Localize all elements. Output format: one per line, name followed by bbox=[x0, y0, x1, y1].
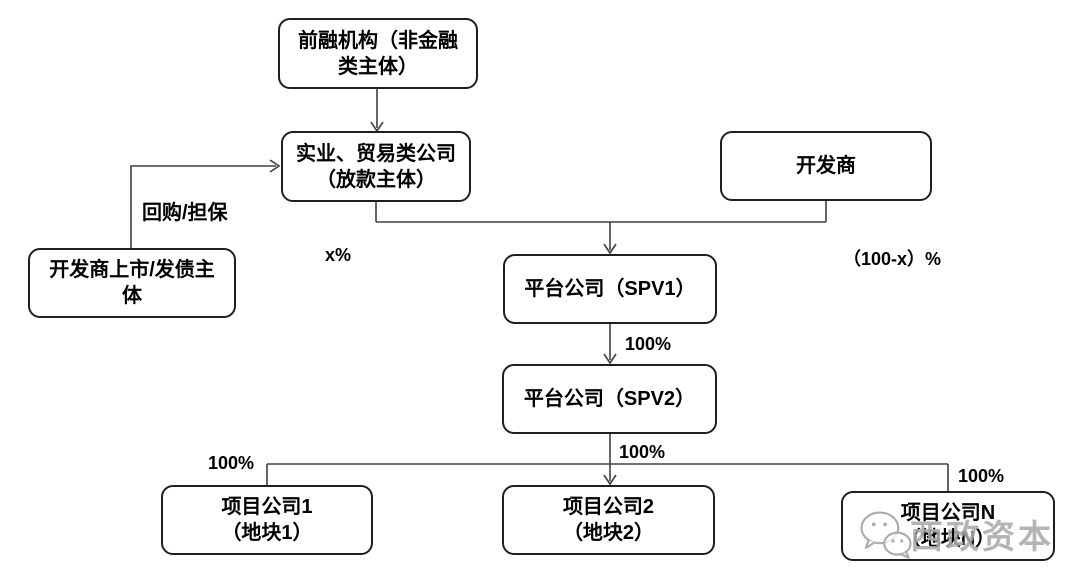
edge-label-x-percent: x% bbox=[325, 245, 352, 265]
edge-label-100-minus-x-percent: （100-x）% bbox=[843, 249, 942, 269]
node-pre-financing-institution: 前融机构（非金融 类主体） bbox=[278, 18, 478, 89]
node-platform-company-spv2: 平台公司（SPV2） bbox=[502, 364, 717, 434]
node-label-line: 平台公司（SPV2） bbox=[523, 388, 696, 410]
edge-label-repurchase-guarantee: 回购/担保 bbox=[142, 202, 228, 224]
node-project-company-2: 项目公司2 （地块2） bbox=[502, 485, 715, 555]
node-label-line: 开发商 bbox=[796, 155, 856, 177]
node-label-line: 项目公司2 bbox=[562, 496, 655, 518]
node-label-line: 平台公司（SPV1） bbox=[524, 278, 696, 300]
node-project-company-n: 项目公司N （地块N） bbox=[841, 491, 1055, 561]
node-label-line: 开发商上市/发债主 bbox=[49, 259, 215, 281]
edge-label-100pct-projectn: 100% bbox=[958, 466, 1005, 486]
node-label-line: （地块1） bbox=[221, 522, 313, 544]
node-label-line: 实业、贸易类公司 bbox=[296, 142, 456, 165]
edge-industrial-developer-to-spv1 bbox=[375, 201, 827, 250]
node-project-company-1: 项目公司1 （地块1） bbox=[161, 485, 373, 555]
arrowhead-down-project2 bbox=[603, 474, 617, 486]
edge-label-100pct-spv1-spv2: 100% bbox=[625, 334, 672, 354]
node-developer: 开发商 bbox=[720, 131, 932, 201]
node-label-line: （放款主体） bbox=[316, 168, 436, 191]
node-label-line: 前融机构（非金融 bbox=[298, 29, 458, 52]
arrowhead-down-spv1 bbox=[603, 243, 617, 255]
edge-label-100pct-project1: 100% bbox=[208, 453, 255, 473]
node-industrial-trading-company: 实业、贸易类公司 （放款主体） bbox=[281, 131, 471, 202]
node-label-line: 项目公司N bbox=[900, 502, 996, 524]
edge-listed-to-industrial bbox=[130, 165, 276, 248]
node-label-line: （地块2） bbox=[562, 522, 655, 544]
node-label-line: （地块N） bbox=[900, 528, 996, 550]
node-label-line: 项目公司1 bbox=[221, 496, 313, 518]
arrowhead-right-industrial bbox=[269, 159, 281, 173]
node-platform-company-spv1: 平台公司（SPV1） bbox=[503, 254, 717, 324]
edge-label-100pct-spv2-project2: 100% bbox=[619, 442, 666, 462]
arrowhead-down-spv2 bbox=[603, 353, 617, 365]
node-developer-listed-bond-entity: 开发商上市/发债主 体 bbox=[28, 248, 236, 318]
node-label-line: 体 bbox=[122, 285, 142, 307]
node-label-line: 类主体） bbox=[338, 55, 418, 78]
